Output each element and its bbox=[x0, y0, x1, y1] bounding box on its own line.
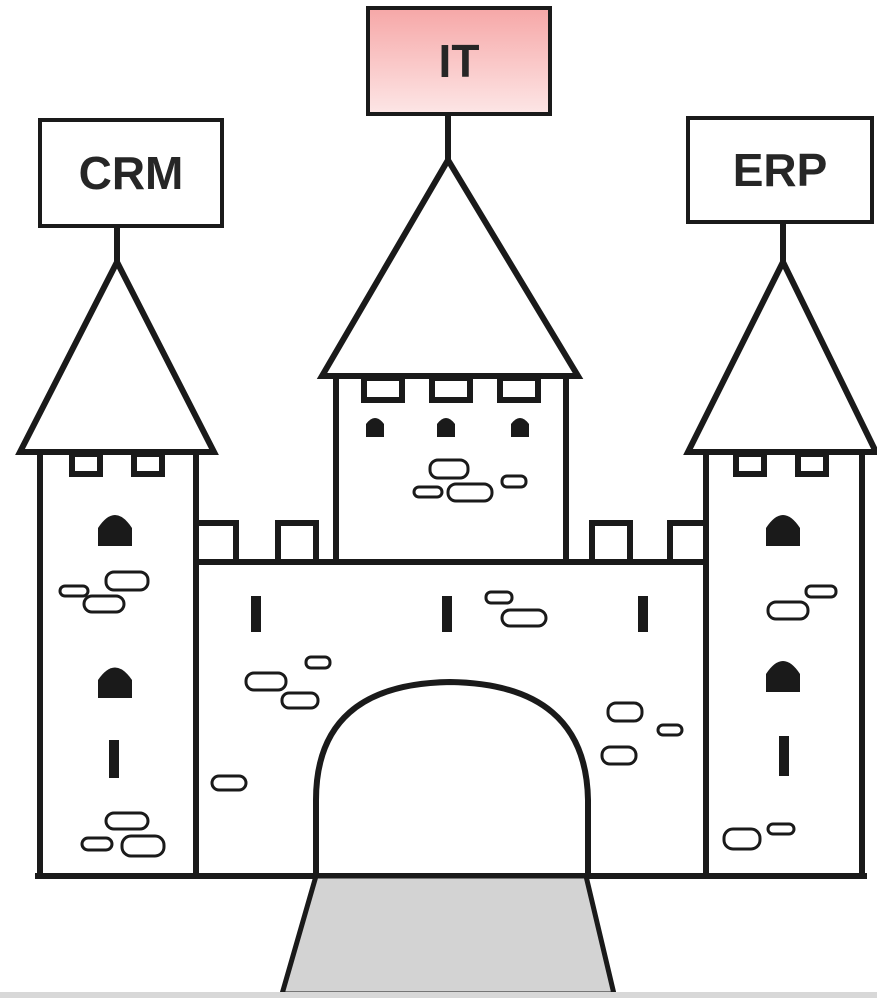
left-roof bbox=[20, 262, 214, 452]
center-tower bbox=[322, 112, 578, 562]
arrow-slit bbox=[638, 596, 648, 632]
right-roof bbox=[688, 262, 876, 452]
sign-it: IT bbox=[368, 8, 550, 114]
arrow-slit bbox=[442, 596, 452, 632]
castle-gate bbox=[316, 682, 588, 876]
sign-erp: ERP bbox=[688, 118, 872, 222]
arrow-slit bbox=[779, 736, 789, 776]
sign-crm-label: CRM bbox=[79, 147, 184, 199]
center-roof bbox=[322, 160, 578, 376]
bottom-edge bbox=[0, 992, 877, 998]
arrow-slit bbox=[251, 596, 261, 632]
sign-it-label: IT bbox=[439, 35, 480, 87]
left-tower bbox=[20, 226, 214, 876]
castle-path bbox=[282, 876, 614, 994]
sign-erp-label: ERP bbox=[733, 144, 828, 196]
arrow-slit bbox=[109, 740, 119, 778]
right-tower bbox=[688, 222, 876, 876]
sign-crm: CRM bbox=[40, 120, 222, 226]
